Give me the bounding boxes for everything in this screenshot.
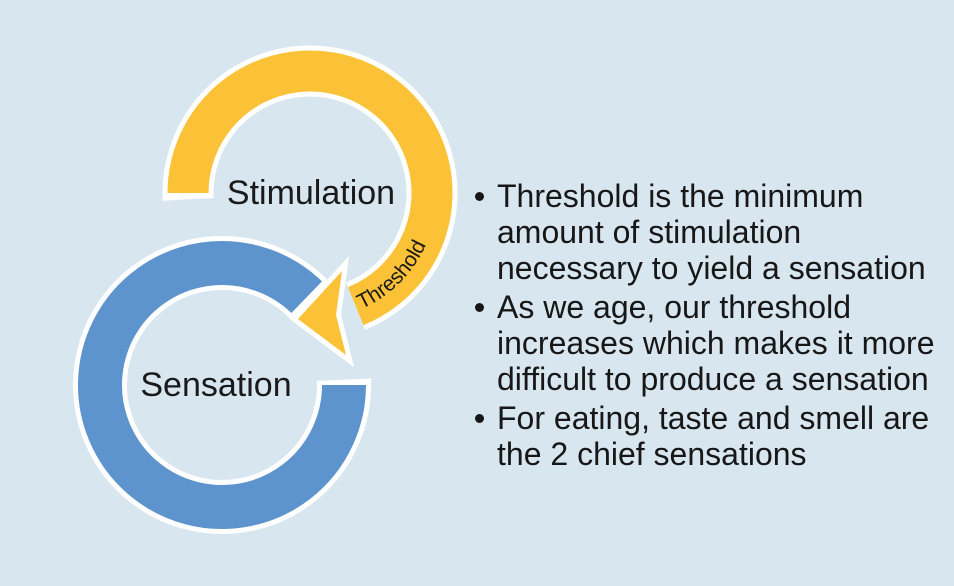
bullet-icon bbox=[475, 303, 484, 312]
stimulation-label: Stimulation bbox=[227, 174, 395, 212]
bullet-icon bbox=[475, 192, 484, 201]
bullet-icon bbox=[475, 414, 484, 423]
sensation-label: Sensation bbox=[140, 366, 291, 404]
threshold-arrowhead bbox=[298, 271, 346, 355]
stimulation-ring bbox=[167, 50, 453, 326]
sensation-ring bbox=[78, 241, 366, 529]
